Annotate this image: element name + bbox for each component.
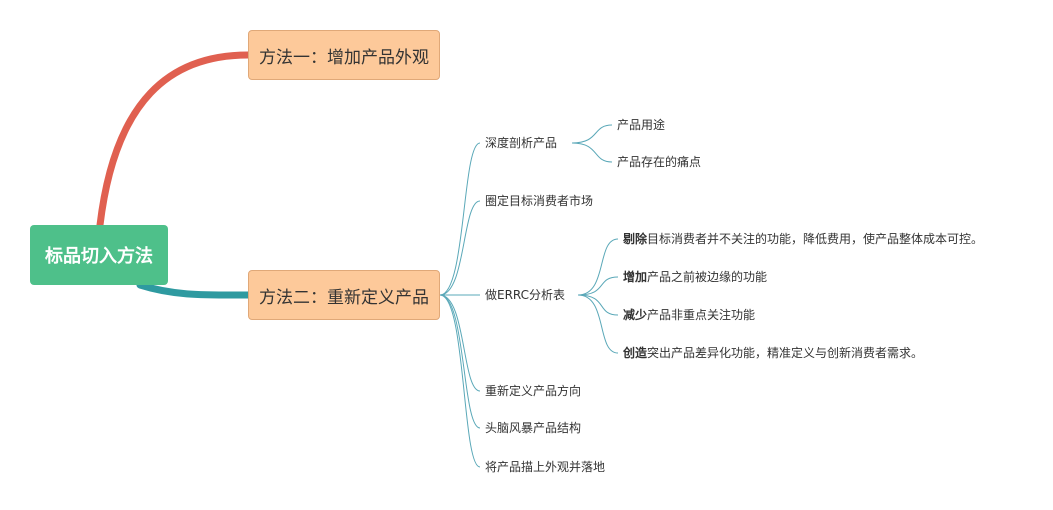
errc-text-create: 突出产品差异化功能，精准定义与创新消费者需求。	[647, 346, 924, 360]
link-method2-to-landing	[439, 294, 481, 468]
topic-errc-table[interactable]: 做ERRC分析表	[485, 288, 566, 302]
topic-product-use[interactable]: 产品用途	[617, 118, 666, 132]
link-method2-to-redefine	[439, 294, 481, 392]
topic-product-pain[interactable]: 产品存在的痛点	[617, 155, 702, 169]
topic-redefine-direction[interactable]: 重新定义产品方向	[485, 384, 582, 398]
errc-text-add: 产品之前被边缘的功能	[647, 270, 768, 284]
topic-appearance-landing[interactable]: 将产品描上外观并落地	[485, 460, 606, 474]
link-depth-to-pain	[571, 142, 613, 163]
root-node[interactable]: 标品切入方法	[30, 225, 168, 285]
link-errc-to-create	[577, 294, 619, 354]
errc-keyword-remove: 剔除	[623, 232, 648, 246]
errc-item-reduce[interactable]: 减少产品非重点关注功能	[623, 306, 755, 324]
method2-node[interactable]: 方法二：重新定义产品	[248, 270, 440, 320]
link-method2-to-target	[439, 200, 481, 296]
branch-line-method1	[96, 51, 252, 229]
errc-keyword-add: 增加	[623, 270, 648, 284]
topic-brainstorm-structure[interactable]: 头脑风暴产品结构	[485, 421, 582, 435]
errc-keyword-create: 创造	[623, 346, 648, 360]
method1-node[interactable]: 方法一：增加产品外观	[248, 30, 440, 80]
topic-depth-analysis[interactable]: 深度剖析产品	[485, 136, 558, 150]
link-errc-to-add	[577, 276, 619, 296]
link-depth-to-use	[571, 124, 613, 144]
topic-target-market[interactable]: 圈定目标消费者市场	[485, 194, 594, 208]
errc-item-remove[interactable]: 剔除目标消费者并不关注的功能，降低费用，使产品整体成本可控。	[623, 230, 983, 248]
link-method2-to-depth	[439, 142, 481, 296]
link-errc-to-remove	[577, 238, 619, 296]
link-method2-to-brainstorm	[439, 294, 481, 429]
link-errc-to-reduce	[577, 294, 619, 316]
branch-line-method2	[136, 281, 252, 299]
errc-item-create[interactable]: 创造突出产品差异化功能，精准定义与创新消费者需求。	[623, 344, 923, 362]
errc-text-reduce: 产品非重点关注功能	[647, 308, 756, 322]
errc-text-remove: 目标消费者并不关注的功能，降低费用，使产品整体成本可控。	[647, 232, 984, 246]
errc-item-add[interactable]: 增加产品之前被边缘的功能	[623, 268, 767, 286]
errc-keyword-reduce: 减少	[623, 308, 648, 322]
